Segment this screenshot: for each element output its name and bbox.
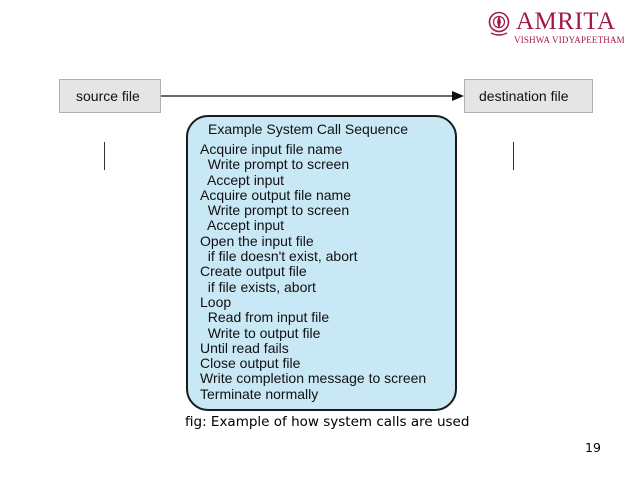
- sequence-step: Read from input file: [200, 309, 330, 326]
- sequence-title: Example System Call Sequence: [208, 121, 408, 137]
- sequence-step: Write prompt to screen: [200, 156, 350, 173]
- source-file-box: source file: [59, 79, 161, 113]
- page-number: 19: [585, 440, 601, 455]
- sequence-steps: Acquire input file name Write prompt to …: [200, 141, 427, 402]
- sequence-step: Accept input: [200, 217, 285, 234]
- sequence-step: Until read fails: [200, 339, 289, 356]
- sequence-step: Open the input file: [200, 232, 314, 249]
- amrita-logo: AMRITA VISHWA VIDYAPEETHAM: [488, 8, 632, 45]
- sequence-step: Create output file: [200, 263, 307, 280]
- sequence-step: Write completion message to screen: [200, 370, 427, 387]
- sequence-step: Close output file: [200, 355, 301, 372]
- emblem-icon: [488, 11, 510, 36]
- destination-tick: [513, 142, 514, 170]
- sequence-step: Write to output file: [200, 324, 321, 341]
- destination-file-box: destination file: [464, 79, 593, 113]
- sequence-step: Terminate normally: [200, 385, 319, 402]
- logo-subtitle: VISHWA VIDYAPEETHAM: [514, 35, 625, 45]
- sequence-step: Acquire output file name: [200, 186, 351, 203]
- sequence-step: Write prompt to screen: [200, 202, 350, 219]
- sequence-step: Accept input: [200, 171, 285, 188]
- sequence-step: Acquire input file name: [200, 141, 343, 157]
- sequence-step: if file exists, abort: [200, 278, 316, 295]
- system-call-sequence-box: [186, 115, 457, 411]
- figure-caption: fig: Example of how system calls are use…: [185, 414, 470, 430]
- source-tick: [104, 142, 105, 170]
- logo-name: AMRITA: [516, 8, 616, 35]
- sequence-step: if file doesn't exist, abort: [200, 248, 358, 265]
- sequence-step: Loop: [200, 293, 232, 310]
